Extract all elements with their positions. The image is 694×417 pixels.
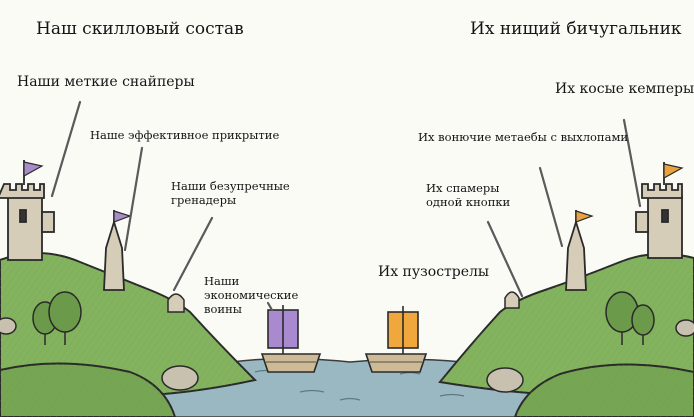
right-pointer-lines <box>486 118 642 298</box>
right-cone-tower <box>565 210 594 291</box>
right-ship <box>364 306 428 373</box>
right-small-rock <box>675 319 694 337</box>
right-trees <box>605 291 655 345</box>
label-economy: Наши экономические воины <box>204 274 299 316</box>
right-hill <box>438 252 694 417</box>
left-trees <box>32 291 82 345</box>
label-meta: Их вонючие метаебы с выхлопами <box>418 130 629 144</box>
left-rock <box>161 365 199 391</box>
left-hut <box>167 293 185 313</box>
right-hut <box>504 291 520 309</box>
right-castle-flag <box>663 163 684 180</box>
left-hill <box>0 252 258 417</box>
right-castle-tower <box>635 162 684 259</box>
right-cone-flag <box>575 210 594 223</box>
label-spammers: Их спамеры одной кнопки <box>426 181 511 209</box>
left-castle-tower <box>0 160 55 261</box>
label-snipers: Наши меткие снайперы <box>17 74 195 90</box>
title-left: Наш скилловый состав <box>36 19 244 39</box>
label-grenadiers: Наши безупречные гренадеры <box>171 179 290 207</box>
right-rock <box>486 367 524 393</box>
left-cone-flag <box>113 210 132 223</box>
left-small-rock <box>0 317 17 335</box>
label-cover: Наше эффективное прикрытие <box>90 128 280 142</box>
label-archers: Их пузострелы <box>378 264 490 280</box>
title-right: Их нищий бичугальник <box>470 19 682 39</box>
left-cone-tower <box>103 210 132 291</box>
label-campers: Их косые кемперы <box>555 81 694 97</box>
left-ship <box>260 305 322 373</box>
left-castle-flag <box>23 161 44 178</box>
left-pointer-lines <box>50 100 274 312</box>
